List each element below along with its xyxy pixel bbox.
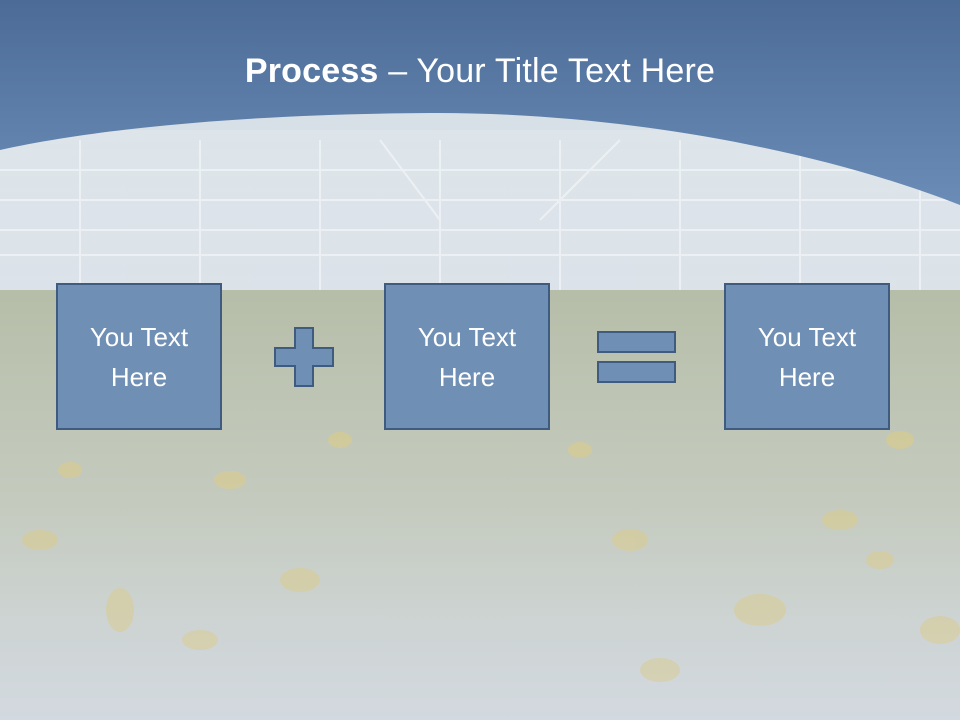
process-box-2[interactable]: You Text Here xyxy=(384,283,550,430)
process-box-1[interactable]: You Text Here xyxy=(56,283,222,430)
process-box-3[interactable]: You Text Here xyxy=(724,283,890,430)
plus-icon xyxy=(274,327,334,387)
process-box-3-text: You Text Here xyxy=(757,321,857,392)
process-box-1-text: You Text Here xyxy=(89,321,189,392)
process-box-2-text: You Text Here xyxy=(417,321,517,392)
title-rest: – Your Title Text Here xyxy=(378,52,716,90)
slide-title: Process – Your Title Text Here xyxy=(0,52,960,91)
title-bold: Process xyxy=(244,52,379,90)
equals-icon xyxy=(597,331,676,383)
